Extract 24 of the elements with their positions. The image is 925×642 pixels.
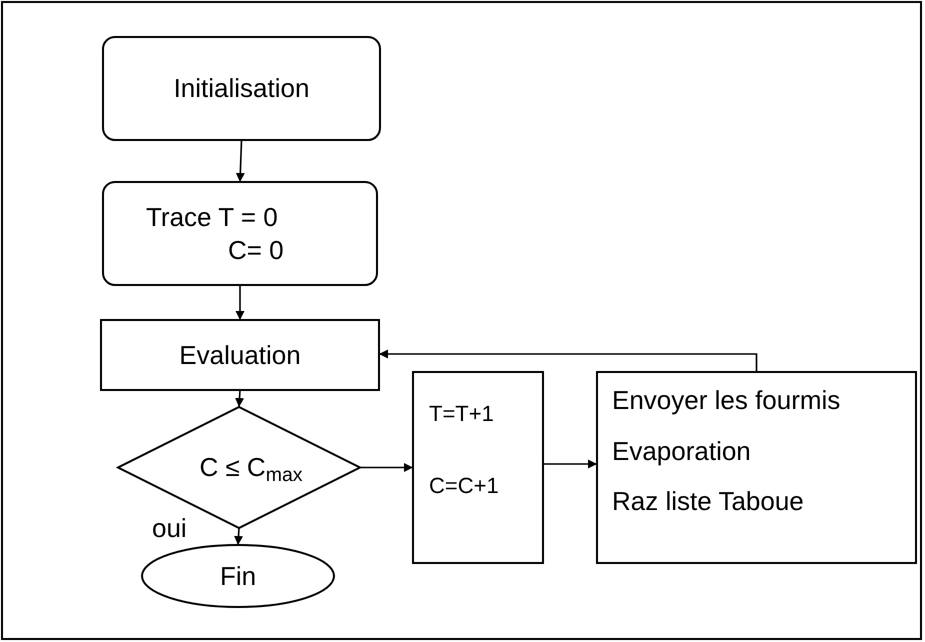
process-box <box>102 36 381 141</box>
node-text: Fin <box>220 560 256 592</box>
terminal-ellipse <box>141 544 335 608</box>
process-box <box>102 181 378 286</box>
arrow <box>379 350 758 372</box>
arrow <box>360 463 413 472</box>
node-text: Trace T = 0 <box>146 201 278 234</box>
process-box <box>596 371 917 564</box>
arrow <box>234 528 244 546</box>
process-box <box>412 371 544 564</box>
node-text: Raz liste Taboue <box>612 485 804 518</box>
node-text: C= 0 <box>227 234 284 266</box>
arrow <box>543 460 597 468</box>
process-box <box>100 319 380 391</box>
node-text: Initialisation <box>174 72 310 105</box>
node-text: Envoyer les fourmis <box>612 384 840 416</box>
arrow <box>236 140 245 182</box>
arrow <box>236 285 244 320</box>
node-text: C ≤ C$_{max}$ <box>199 451 303 484</box>
node-text: Evaporation <box>612 434 751 467</box>
node-text: C=C+1 <box>429 472 499 499</box>
arrow <box>235 390 244 408</box>
node-text: T=T+1 <box>429 400 494 428</box>
node-text: Evaluation <box>179 338 301 372</box>
